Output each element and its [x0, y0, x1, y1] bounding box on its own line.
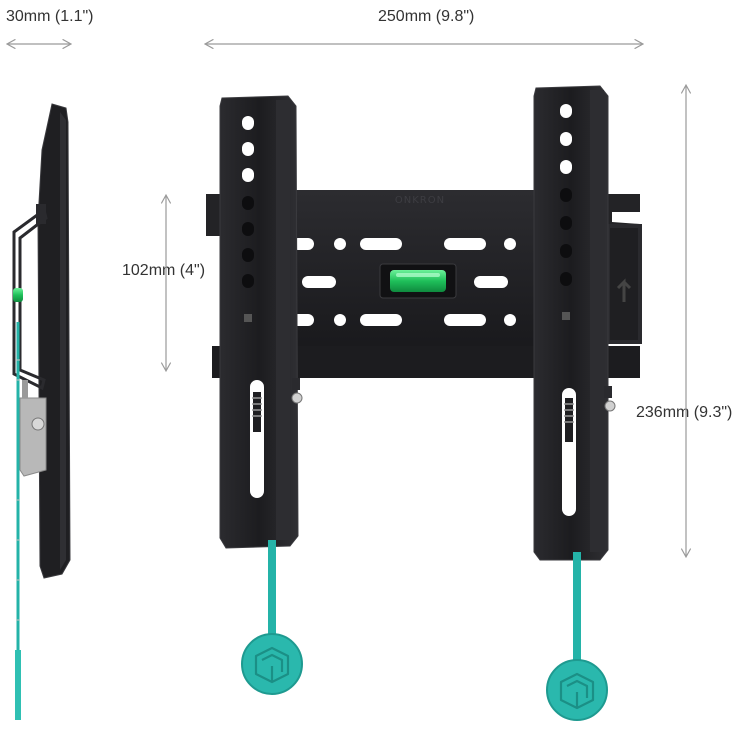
bubble-level	[379, 263, 457, 299]
left-pull-tab	[241, 633, 303, 695]
right-tv-rail	[533, 85, 616, 561]
wall-plate-bottom-flange	[212, 346, 640, 378]
arrow-up-icon	[616, 278, 632, 302]
left-rail-holes-dark	[242, 196, 254, 288]
onkron-cube-logo-icon	[254, 646, 290, 684]
left-rail-holes	[242, 116, 254, 182]
dimension-lines	[8, 44, 686, 556]
right-rail-holes	[560, 104, 572, 174]
width-dimension-label: 250mm (9.8")	[378, 8, 475, 25]
wall-plate-slots-row-1	[292, 238, 516, 250]
right-rail-holes-dark	[560, 188, 572, 286]
side-silver-bracket	[19, 397, 47, 477]
side-view	[12, 103, 71, 720]
wall-plate-slots-middle	[302, 276, 508, 288]
right-release-cord[interactable]	[546, 552, 608, 721]
brand-emboss: ONKRON	[395, 195, 445, 206]
onkron-cube-logo-icon	[559, 672, 595, 710]
right-pull-tab	[546, 659, 608, 721]
wall-plate: ONKRON	[206, 190, 642, 378]
left-tv-rail	[219, 95, 303, 549]
depth-dimension-label: 30mm (1.1")	[6, 8, 94, 25]
left-release-cord[interactable]	[241, 540, 303, 695]
side-level-bubble	[13, 288, 23, 302]
